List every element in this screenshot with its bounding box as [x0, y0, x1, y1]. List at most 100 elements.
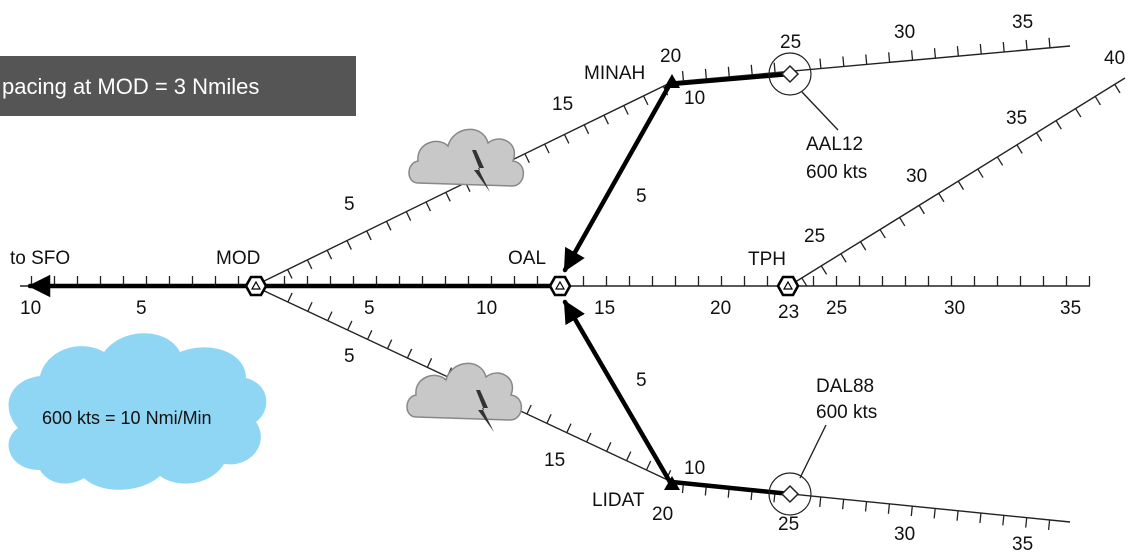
- main-track-label: 5: [136, 298, 147, 319]
- oal-waypoint-label: OAL: [508, 248, 546, 269]
- track-tick: [425, 201, 432, 212]
- track-tick: [899, 217, 906, 227]
- track-tick: [405, 211, 412, 221]
- tph-arrival-label: 25: [804, 226, 825, 247]
- rate-note-text: 600 kts = 10 Nmi/Min: [42, 408, 212, 428]
- main-track-label: 10: [20, 298, 41, 319]
- spacing-banner-background: [0, 56, 356, 116]
- dal88-aircraft-diamond-icon[interactable]: [768, 472, 812, 516]
- dal88-leader-line: [799, 424, 827, 479]
- track-tick: [1047, 519, 1051, 530]
- main-track-label: 35: [1060, 298, 1081, 319]
- lower-arrival-labels: 5 15 20 25 30 35: [344, 346, 1033, 552]
- main-track-label: 20: [710, 298, 731, 319]
- track-tick: [445, 192, 451, 202]
- main-track-labels: 10 5 5 10 15 20 23 25 30 35: [20, 298, 1081, 323]
- track-tick: [563, 134, 570, 144]
- lower-arrival-label: 20: [652, 504, 673, 525]
- track-tick: [1002, 41, 1005, 53]
- track-tick: [1016, 144, 1023, 154]
- main-track-label: 30: [944, 298, 965, 319]
- track-tick: [346, 240, 352, 250]
- track-tick: [773, 62, 776, 73]
- track-tick: [933, 48, 937, 59]
- lidat-fix-triangle-icon: [664, 476, 680, 490]
- track-tick: [366, 230, 372, 241]
- track-tick: [956, 510, 959, 521]
- track-tick: [1048, 37, 1051, 48]
- track-tick: [603, 114, 609, 125]
- lower-direct-label: 5: [636, 370, 647, 391]
- lower-arrival-label: 30: [894, 524, 915, 545]
- upper-arrival-label: 35: [1012, 12, 1033, 33]
- track-tick: [524, 153, 530, 164]
- upper-arrival-label: 20: [660, 46, 681, 67]
- mod-waypoint-hexagon-icon[interactable]: [244, 275, 268, 297]
- lower-arrival-label: 15: [544, 450, 565, 471]
- tph-waypoint-hexagon-icon[interactable]: [776, 275, 800, 297]
- mod-waypoint-label: MOD: [216, 248, 260, 269]
- aal12-aircraft-diamond-icon[interactable]: [768, 52, 812, 96]
- track-tick: [979, 44, 982, 55]
- track-tick: [1035, 132, 1043, 142]
- track-tick: [326, 249, 333, 260]
- main-track-label: 5: [364, 298, 375, 319]
- upper-direct-labels: 10 5: [636, 88, 705, 207]
- track-tick: [386, 339, 393, 349]
- route-lidat-to-oal-arrow: [562, 299, 673, 485]
- track-tick: [306, 259, 313, 270]
- track-tick: [544, 143, 550, 154]
- track-tick: [977, 168, 984, 178]
- upper-arrival-label: 15: [552, 94, 573, 115]
- track-tick: [888, 52, 891, 63]
- track-tick: [406, 348, 413, 359]
- track-tick: [841, 499, 845, 510]
- upper-arrival-label: 25: [780, 32, 801, 53]
- upper-direct-label: 5: [636, 186, 647, 207]
- track-tick: [1075, 108, 1082, 118]
- spacing-banner-text: pacing at MOD = 3 Nmiles: [2, 74, 259, 99]
- track-tick: [910, 506, 913, 517]
- tph-waypoint-label: TPH: [748, 249, 786, 270]
- track-tick: [864, 501, 868, 512]
- lower-arrival-label: 35: [1012, 534, 1033, 552]
- track-tick: [887, 503, 891, 514]
- track-tick: [366, 330, 373, 340]
- track-tick: [347, 320, 353, 331]
- track-tick: [606, 442, 612, 452]
- track-tick: [526, 404, 532, 415]
- track-tick: [918, 205, 925, 215]
- main-track-label: 15: [594, 298, 615, 319]
- track-tick: [819, 496, 822, 507]
- route-minah-to-oal-arrow: [562, 81, 673, 273]
- main-track-label: 10: [476, 298, 497, 319]
- aal12-speed: 600 kts: [806, 162, 867, 183]
- track-tick: [957, 180, 965, 190]
- track-tick: [583, 124, 590, 135]
- track-tick: [1025, 39, 1028, 50]
- track-tick: [704, 68, 708, 79]
- track-tick: [625, 451, 632, 461]
- track-tick: [819, 58, 822, 69]
- track-tick: [426, 358, 433, 368]
- tph-arrival-label: 35: [1006, 108, 1027, 129]
- track-tick: [820, 265, 828, 275]
- rate-note-cloud-shape: [8, 333, 267, 490]
- oal-waypoint-hexagon-icon[interactable]: [548, 275, 572, 297]
- track-tick: [1025, 517, 1028, 528]
- track-tick: [859, 241, 867, 251]
- spacing-banner: pacing at MOD = 3 Nmiles: [0, 56, 356, 116]
- lower-direct-labels: 10 5: [636, 370, 705, 479]
- track-tick: [642, 95, 649, 106]
- track-tick: [842, 56, 845, 67]
- track-tick: [801, 277, 808, 287]
- tph-arrival-track-line: [791, 77, 1126, 285]
- lower-arrival-label: 25: [778, 514, 799, 535]
- lidat-fix-label: LIDAT: [592, 490, 645, 511]
- track-tick: [287, 269, 293, 279]
- minah-fix-label: MINAH: [584, 63, 645, 84]
- track-tick: [1114, 84, 1121, 94]
- track-tick: [840, 253, 847, 263]
- upper-arrival-label: 30: [894, 22, 915, 43]
